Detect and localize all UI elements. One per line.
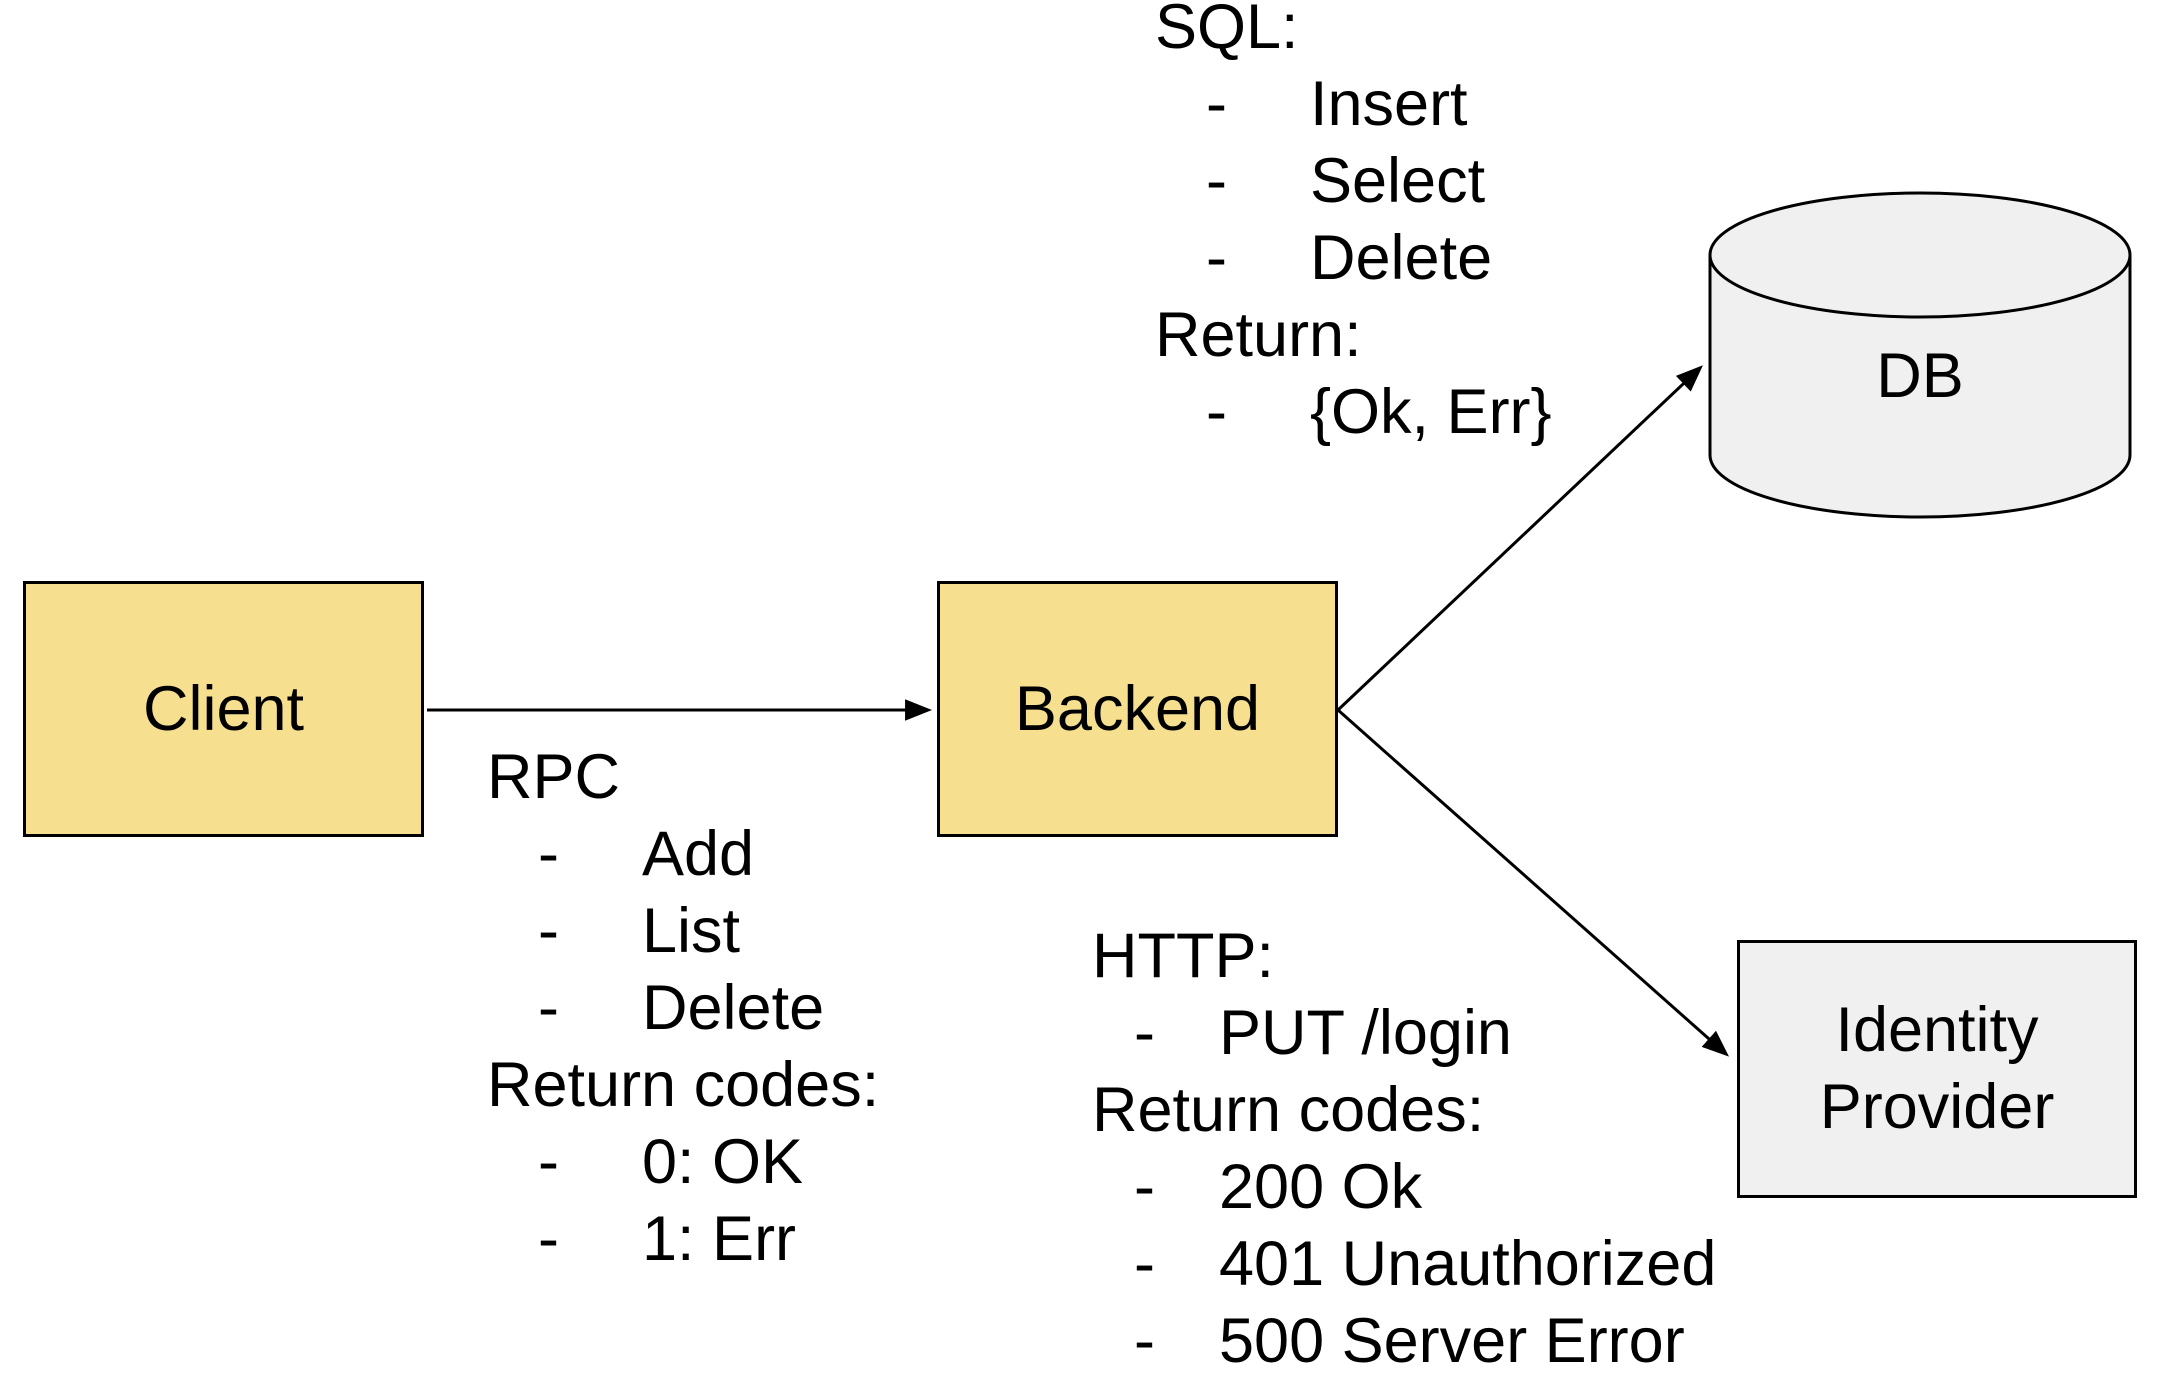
annotation-text: Return codes:	[487, 1050, 880, 1120]
bullet-dash: -	[1134, 1229, 1155, 1299]
annotation-http: HTTP: -PUT /login Return codes: -200 Ok …	[1092, 918, 1716, 1380]
annotation-line: -200 Ok	[1092, 1149, 1716, 1226]
annotation-text: 0: OK	[642, 1127, 804, 1197]
annotation-text: List	[642, 896, 741, 966]
annotation-line: - Select	[1155, 143, 1552, 220]
annotation-line: HTTP:	[1092, 918, 1716, 995]
edge-backend-db	[1336, 365, 1703, 712]
bullet-dash: -	[538, 1204, 559, 1274]
annotation-line: - Delete	[1155, 220, 1552, 297]
bullet-dash: -	[1134, 1306, 1155, 1376]
annotation-text: Insert	[1310, 69, 1468, 139]
annotation-line: - Insert	[1155, 66, 1552, 143]
db-cylinder-body	[1708, 255, 2132, 519]
bullet-dash: -	[1134, 998, 1155, 1068]
annotation-text: PUT /login	[1219, 998, 1512, 1068]
annotation-line: Return codes:	[1092, 1072, 1716, 1149]
db-label-text: DB	[1876, 341, 1964, 411]
annotation-text: Return codes:	[1092, 1075, 1485, 1145]
bullet-dash: -	[538, 1127, 559, 1197]
annotation-line: - 1: Err	[487, 1201, 879, 1278]
annotation-text: 500 Server Error	[1219, 1306, 1685, 1376]
annotation-text: 1: Err	[642, 1204, 797, 1274]
identity-provider-label-line2: Provider	[1819, 1072, 2055, 1142]
annotation-line: - Delete	[487, 970, 879, 1047]
annotation-text: {Ok, Err}	[1310, 377, 1552, 447]
bullet-dash: -	[538, 896, 559, 966]
annotation-line: -PUT /login	[1092, 995, 1716, 1072]
annotation-text: HTTP:	[1092, 921, 1274, 991]
node-client-label: Client	[142, 673, 305, 744]
annotation-text: 200 Ok	[1219, 1152, 1423, 1222]
identity-provider-label-line1: Identity	[1835, 995, 2039, 1065]
bullet-dash: -	[1134, 1152, 1155, 1222]
annotation-rpc: RPC - Add - List - Delete Return codes: - 0:…	[487, 739, 879, 1278]
annotation-line: -500 Server Error	[1092, 1303, 1716, 1380]
bullet-dash: -	[538, 819, 559, 889]
node-db-label: DB	[1710, 245, 2130, 507]
node-client: Client	[23, 581, 424, 837]
bullet-dash: -	[1206, 69, 1227, 139]
annotation-text: Delete	[1310, 223, 1493, 293]
annotation-text: 401 Unauthorized	[1219, 1229, 1717, 1299]
annotation-line: - List	[487, 893, 879, 970]
annotation-line: - {Ok, Err}	[1155, 374, 1552, 451]
annotation-line: RPC	[487, 739, 879, 816]
annotation-text: Add	[642, 819, 755, 889]
node-backend: Backend	[937, 581, 1338, 837]
annotation-sql: SQL: - Insert - Select - Delete Return: - {O…	[1155, 0, 1552, 451]
annotation-line: - Add	[487, 816, 879, 893]
edge-backend-identity-provider	[1337, 708, 1730, 1057]
annotation-line: Return codes:	[487, 1047, 879, 1124]
annotation-text: Delete	[642, 973, 825, 1043]
annotation-text: Select	[1310, 146, 1486, 216]
annotation-line: SQL:	[1155, 0, 1552, 66]
annotation-line: -401 Unauthorized	[1092, 1226, 1716, 1303]
bullet-dash: -	[1206, 377, 1227, 447]
annotation-line: Return:	[1155, 297, 1552, 374]
annotation-line: - 0: OK	[487, 1124, 879, 1201]
db-cylinder	[1708, 191, 2132, 519]
bullet-dash: -	[538, 973, 559, 1043]
db-cylinder-top	[1708, 191, 2132, 319]
annotation-text: RPC	[487, 742, 621, 812]
bullet-dash: -	[1206, 223, 1227, 293]
annotation-text: Return:	[1155, 300, 1362, 370]
node-backend-label: Backend	[1014, 673, 1261, 744]
annotation-text: SQL:	[1155, 0, 1299, 62]
bullet-dash: -	[1206, 146, 1227, 216]
